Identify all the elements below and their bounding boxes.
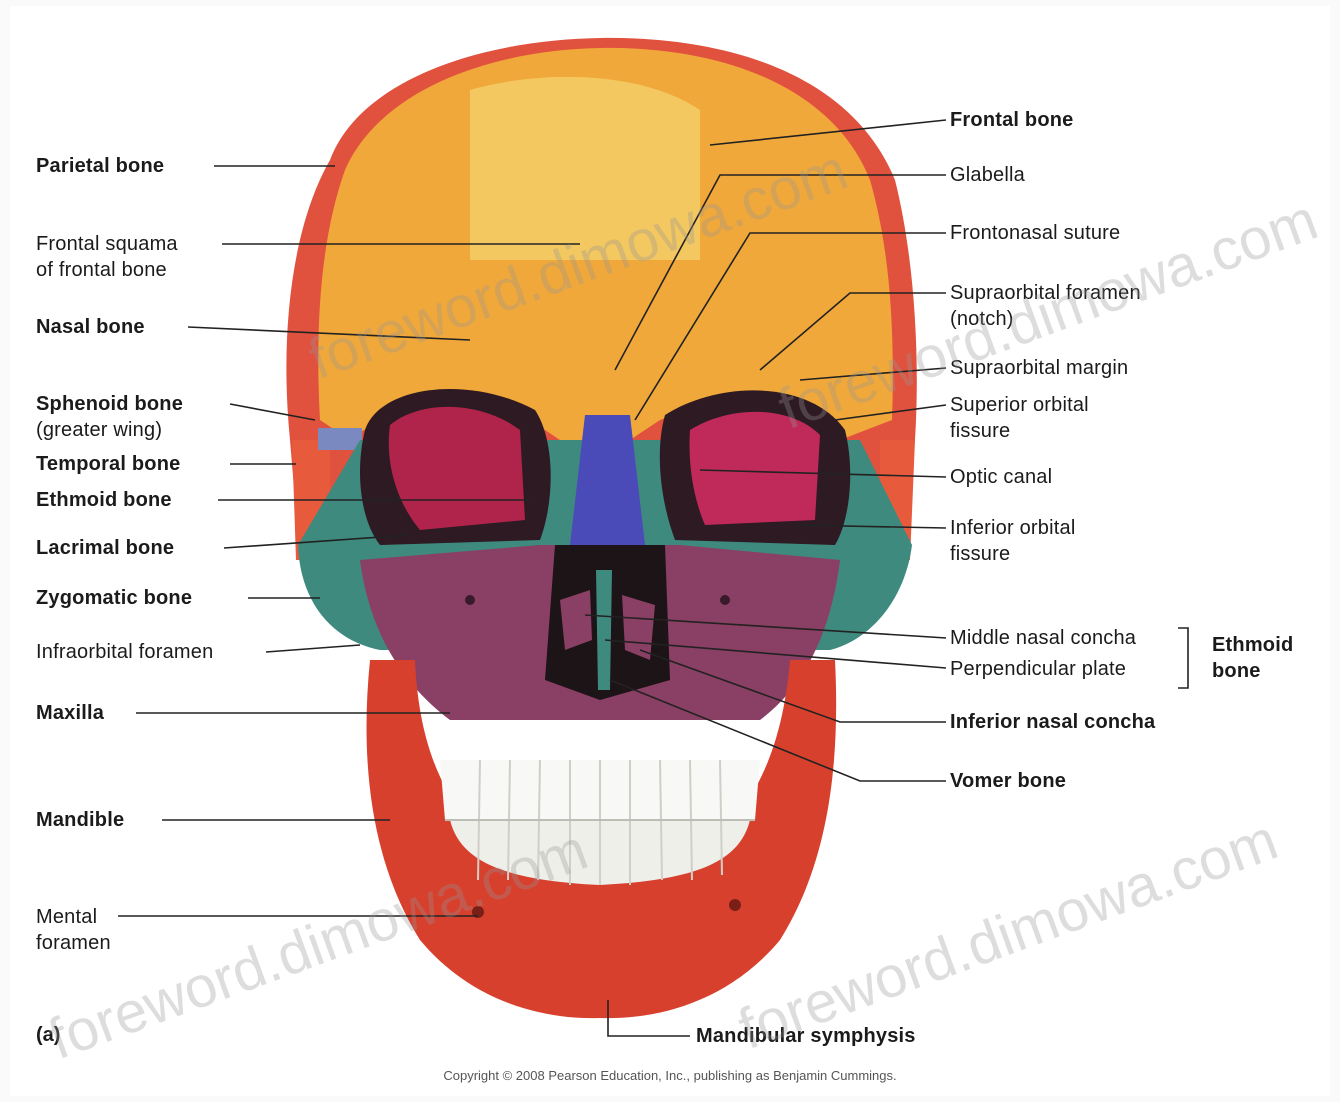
sphenoid-band-left [318,428,362,450]
label-ethmoid-bone: Ethmoid bone [36,487,172,513]
label-inferior-orbital-fissure: Inferior orbital [950,515,1075,541]
label-lacrimal-bone: Lacrimal bone [36,535,174,561]
left-orbit-inner [389,407,525,530]
label-infraorbital-foramen: Infraorbital foramen [36,639,213,665]
label-vomer-bone: Vomer bone [950,768,1066,794]
label-frontal-squama: Frontal squama [36,231,178,257]
label-perpendicular-plate: Perpendicular plate [950,656,1126,682]
label-middle-nasal-concha: Middle nasal concha [950,625,1136,651]
label-inferior-orbital-fissure-line2: fissure [950,541,1010,567]
label-frontonasal-suture: Frontonasal suture [950,220,1120,246]
label-inferior-nasal-concha: Inferior nasal concha [950,709,1155,735]
mental-foramen-right [729,899,741,911]
label-frontal-squama-line2: of frontal bone [36,257,167,283]
label-ethmoid-group-line2: bone [1212,658,1261,684]
label-mental-foramen: Mental [36,904,97,930]
label-sphenoid-bone: Sphenoid bone [36,391,183,417]
label-superior-orbital-fissure-line2: fissure [950,418,1010,444]
label-maxilla: Maxilla [36,700,104,726]
infraorbital-foramen-right [720,595,730,605]
label-sphenoid-greater-wing: (greater wing) [36,417,162,443]
label-parietal-bone: Parietal bone [36,153,164,179]
label-glabella: Glabella [950,162,1025,188]
label-ethmoid-group: Ethmoid [1212,632,1293,658]
label-superior-orbital-fissure: Superior orbital [950,392,1089,418]
middle-concha [560,590,592,650]
vomer-septum [596,570,612,690]
label-optic-canal: Optic canal [950,464,1052,490]
copyright-text: Copyright © 2008 Pearson Education, Inc.… [60,1068,1280,1083]
inferior-concha [622,595,655,660]
infraorbital-foramen-left [465,595,475,605]
label-frontal-bone: Frontal bone [950,107,1074,133]
label-nasal-bone: Nasal bone [36,314,145,340]
label-mandible: Mandible [36,807,124,833]
label-mental-foramen-line2: foramen [36,930,111,956]
label-zygomatic-bone: Zygomatic bone [36,585,192,611]
label-temporal-bone: Temporal bone [36,451,180,477]
